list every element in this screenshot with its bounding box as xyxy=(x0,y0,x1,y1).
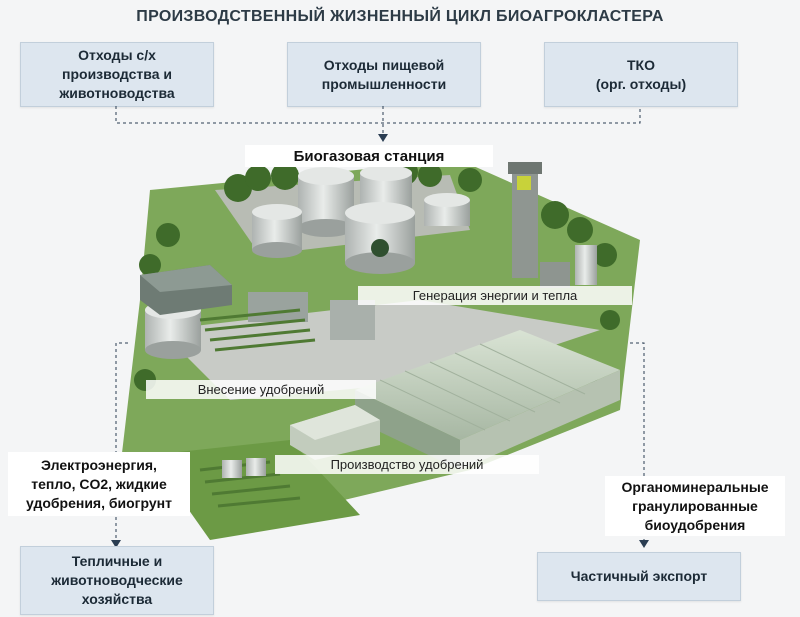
right-output-connector xyxy=(630,342,645,545)
output-box-export: Частичный экспорт xyxy=(537,552,741,601)
input-arrow-head xyxy=(378,134,388,142)
lower-tanks xyxy=(222,458,266,478)
silo-tower xyxy=(508,162,597,288)
left-arrow-head xyxy=(111,540,121,548)
label-fertilizer-application: Внесение удобрений xyxy=(146,380,376,399)
input-box-food-waste: Отходы пищевой промышленности xyxy=(287,42,481,107)
input-box-agri-waste: Отходы с/х производства и животноводства xyxy=(20,42,214,107)
output-box-farms: Тепличные и животноводческие хозяйства xyxy=(20,546,214,615)
left-output-text: Электроэнергия, тепло, CO2, жидкие удобр… xyxy=(8,452,190,516)
small-buildings xyxy=(140,265,375,340)
label-energy-generation: Генерация энергии и тепла xyxy=(358,286,632,305)
diagram-title: ПРОИЗВОДСТВЕННЫЙ ЖИЗНЕННЫЙ ЦИКЛ БИОАГРОК… xyxy=(136,8,664,25)
input-connector xyxy=(115,106,641,138)
right-output-text: Органоминеральные гранулированные биоудо… xyxy=(605,476,785,536)
biogas-station-label: Биогазовая станция xyxy=(245,145,493,167)
right-arrow-head xyxy=(639,540,649,548)
digester-tanks xyxy=(145,165,470,359)
tree-line xyxy=(134,159,620,391)
fertilizer-factory xyxy=(290,330,620,470)
label-fertilizer-production: Производство удобрений xyxy=(275,455,539,474)
input-box-msw: ТКО (орг. отходы) xyxy=(544,42,738,107)
